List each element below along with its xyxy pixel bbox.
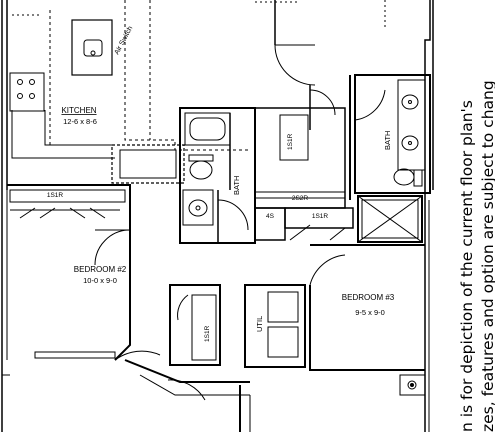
bath-right-area <box>354 74 431 243</box>
bedroom-3-dims-label: 9-5 x 9-0 <box>355 308 385 317</box>
sink-icon <box>83 39 103 57</box>
kitchen-dims-label: 12-6 x 8-6 <box>63 117 97 126</box>
bedroom-2-dims-label: 10-0 x 9-0 <box>83 276 117 285</box>
shelf-label-util: 1S1R <box>204 325 211 342</box>
bedroom-3-name-label: BEDROOM #3 <box>342 293 395 302</box>
bath-left-label: BATH <box>232 176 241 195</box>
util-label: UTIL <box>255 316 264 332</box>
shelf-label-hall: 1S1R <box>312 213 329 220</box>
shelf-label-4s: 4S <box>266 213 275 220</box>
hall-closets <box>254 75 354 241</box>
disclaimer-line-1: n is for depiction of the current floor … <box>458 100 476 432</box>
bedroom-2-area <box>7 184 161 361</box>
walls <box>1 0 434 432</box>
cooktop-icon <box>17 79 35 99</box>
kitchen-name-label: KITCHEN <box>61 106 96 115</box>
kitchen-note-label: Air Switch <box>114 25 135 56</box>
shelf-label-bath-closet: 1S1R <box>287 133 294 150</box>
kitchen-area <box>9 0 250 184</box>
bath-right-label: BATH <box>383 131 392 150</box>
shelf-label-2s2r: 2S2R <box>292 195 309 202</box>
bedroom-2-name-label: BEDROOM #2 <box>74 265 127 274</box>
utility-area <box>169 284 306 368</box>
south-wing <box>2 359 251 432</box>
top-hatching <box>12 0 386 86</box>
disclaimer-line-2: zes, features and option are subject to … <box>479 80 495 432</box>
shelf-label-bed2: 1S1R <box>47 192 64 199</box>
bedroom-3-area <box>309 244 426 396</box>
bath-left-area <box>179 107 256 244</box>
